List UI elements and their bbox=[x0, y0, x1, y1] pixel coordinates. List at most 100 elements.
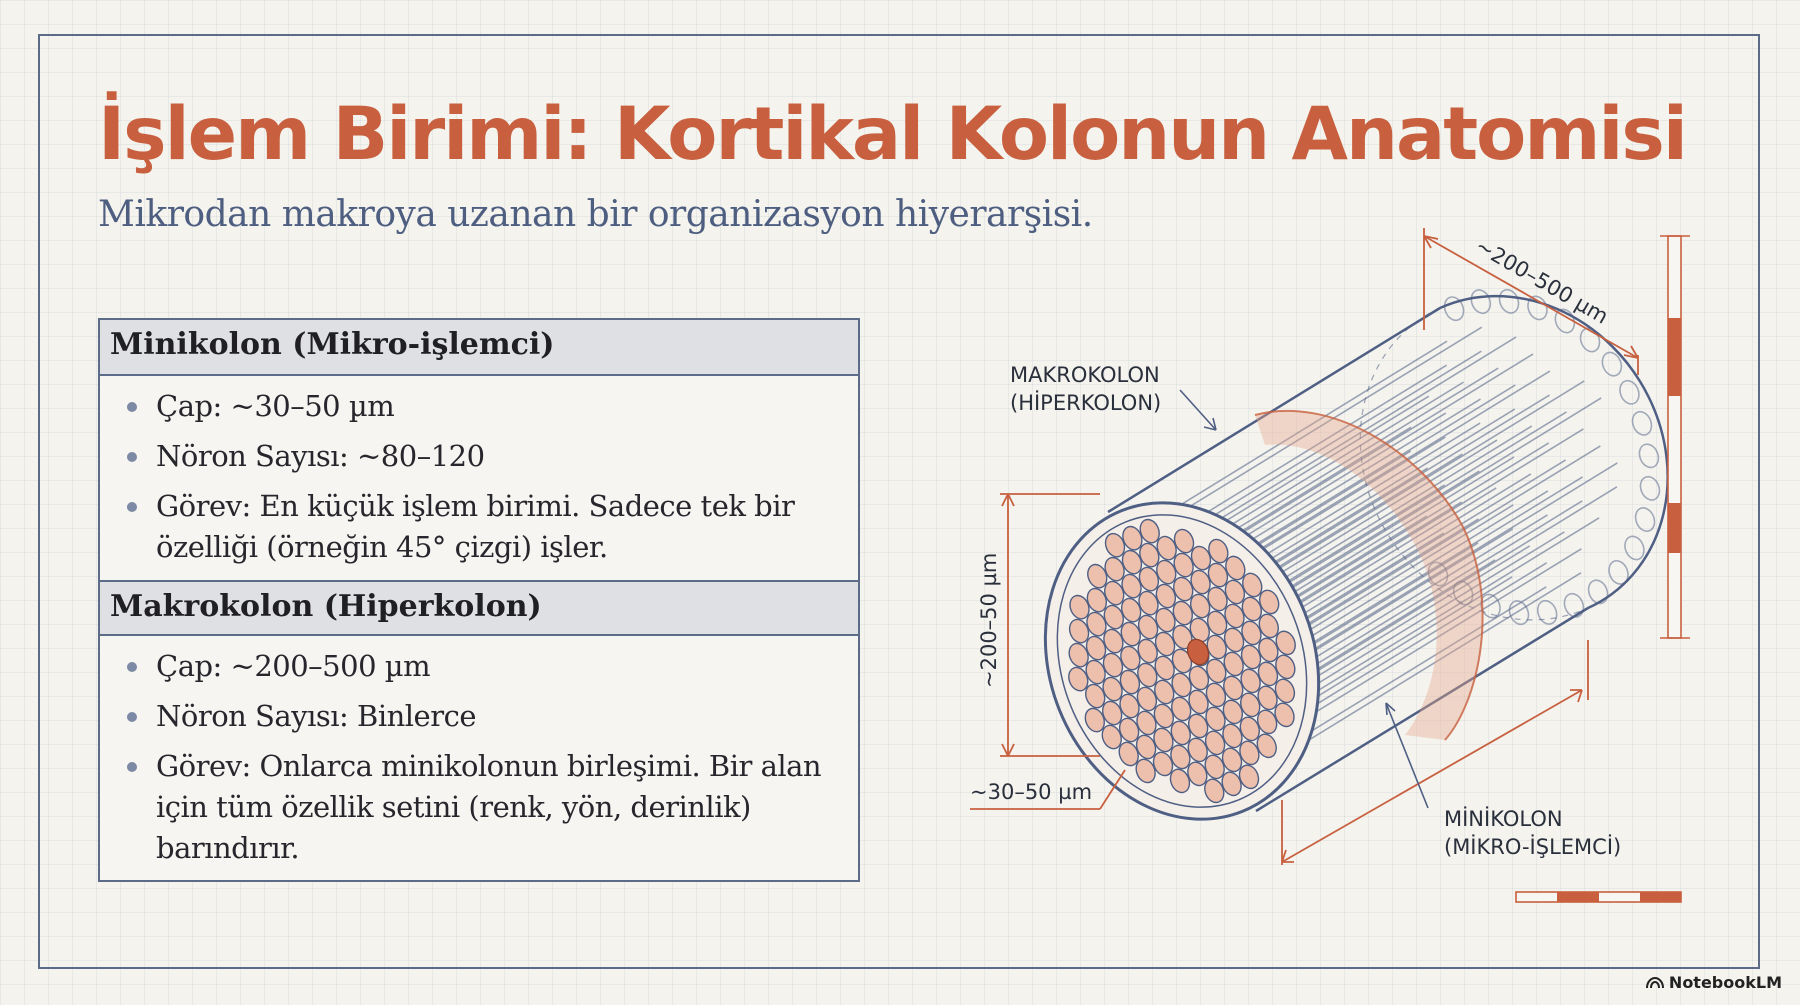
minicolumn-cross-section bbox=[1206, 610, 1228, 636]
minicolumn-cross-section bbox=[1173, 528, 1195, 554]
dimension-lines bbox=[970, 228, 1639, 865]
minicolumn-cross-section bbox=[1120, 645, 1141, 671]
front-face bbox=[1043, 501, 1321, 821]
minicolumn-cross-section bbox=[1275, 654, 1296, 680]
minicolumn-tube-end bbox=[1443, 296, 1465, 322]
minicolumn-cross-section bbox=[1101, 700, 1123, 726]
minicolumn-cross-section bbox=[1152, 751, 1174, 777]
brand-badge: NotebookLM bbox=[1645, 973, 1782, 992]
minicolumn-cross-section bbox=[1085, 635, 1107, 661]
minicolumn-cross-section bbox=[1155, 607, 1176, 633]
minicolumn-cross-section bbox=[1156, 559, 1177, 585]
slide-frame bbox=[38, 34, 1760, 969]
minicolumn-cross-section bbox=[1187, 713, 1209, 739]
minicolumn-cross-section bbox=[1103, 628, 1124, 654]
minicolumn-cross-section bbox=[1136, 710, 1157, 736]
bullet-function: Görev: Onlarca minikolonun birleşimi. Bi… bbox=[100, 746, 858, 869]
minicolumn-cross-section bbox=[1190, 569, 1211, 595]
minicolumn-cross-section bbox=[1119, 693, 1140, 719]
minicolumn-cross-section bbox=[1256, 709, 1278, 735]
minicolumn-tube-line bbox=[1284, 462, 1618, 668]
minicolumn-tube-line bbox=[1183, 336, 1517, 542]
minicolumn-tube-end bbox=[1563, 592, 1585, 618]
minicolumn-cross-section bbox=[1207, 586, 1228, 612]
bullet-diameter: Çap: ~200–500 µm bbox=[100, 646, 858, 687]
minicolumn-cross-section bbox=[1240, 668, 1261, 694]
macrocolumn-label-line1: MAKROKOLON bbox=[1010, 363, 1160, 387]
minicolumn-cross-section bbox=[1170, 720, 1191, 746]
minicolumn-cross-section bbox=[1155, 583, 1177, 609]
minicolumn-tube-end bbox=[1587, 579, 1609, 605]
minicolumn-cross-section bbox=[1101, 724, 1122, 750]
minicolumn-cross-section bbox=[1084, 707, 1105, 733]
minicolumn-cross-section bbox=[1223, 627, 1245, 653]
minicolumn-tube-end bbox=[1498, 288, 1520, 314]
minicolumn-cross-section bbox=[1121, 549, 1143, 575]
minicolumn-cross-section bbox=[1138, 566, 1160, 592]
minicolumn-cross-section bbox=[1137, 638, 1158, 664]
minicolumn-tube-end bbox=[1608, 559, 1629, 585]
scale-bar-vertical bbox=[1660, 235, 1690, 639]
bullet-diameter: Çap: ~30–50 µm bbox=[100, 386, 858, 427]
minicolumn-cross-section bbox=[1122, 525, 1143, 551]
minicolumn-tube-end bbox=[1536, 599, 1558, 625]
minicolumn-cross-section bbox=[1222, 723, 1243, 749]
minicolumn-cross-section bbox=[1085, 683, 1106, 709]
minicolumn-cross-section bbox=[1068, 666, 1089, 692]
section-macrocolumn: Makrokolon (Hiperkolon) Çap: ~200–500 µm… bbox=[100, 580, 858, 884]
minicolumn-cross-section bbox=[1120, 621, 1141, 647]
minicolumn-cross-section bbox=[1241, 596, 1263, 622]
minicolumn-tube-line bbox=[1284, 486, 1618, 692]
minicolumn-tube-end bbox=[1639, 475, 1661, 501]
minicolumn-cross-section bbox=[1188, 665, 1210, 691]
minicolumn-cross-section bbox=[1104, 532, 1126, 558]
minicolumn-tube-line bbox=[1251, 428, 1584, 634]
minicolumn-cross-section bbox=[1136, 686, 1158, 712]
minicolumn-cross-section bbox=[1241, 620, 1262, 646]
minicolumn-cross-section bbox=[1068, 642, 1089, 668]
minicolumn-cross-section bbox=[1225, 555, 1246, 581]
dimension-label-left: ~200–50 µm bbox=[977, 553, 1001, 688]
minicolumn-cross-section bbox=[1224, 603, 1245, 629]
label-leader-lines bbox=[1179, 389, 1429, 809]
bullet-neuron-count: Nöron Sayısı: Binlerce bbox=[100, 696, 858, 737]
section-heading-macrocolumn: Makrokolon (Hiperkolon) bbox=[100, 580, 858, 636]
minicolumn-cross-section bbox=[1204, 754, 1225, 780]
minicolumn-cross-section bbox=[1154, 679, 1175, 705]
minicolumn-tube-end bbox=[1631, 410, 1653, 436]
minicolumn-cross-section bbox=[1256, 733, 1277, 759]
minicolumn-cross-section bbox=[1171, 672, 1192, 698]
minicolumn-tube-end bbox=[1427, 561, 1449, 587]
minicolumn-cross-section bbox=[1275, 630, 1296, 656]
minicolumn-cross-section bbox=[1086, 611, 1107, 637]
minicolumn-tube-line bbox=[1251, 380, 1585, 586]
minicolumn-tube-line bbox=[1149, 326, 1483, 532]
minicolumn-tube-line bbox=[1217, 370, 1551, 576]
minicolumn-cross-section bbox=[1223, 675, 1244, 701]
minicolumn-cross-section bbox=[1239, 740, 1260, 766]
dimension-label-bottom: ~30–50 µm bbox=[970, 780, 1093, 804]
macrocolumn-label: MAKROKOLON (HİPERKOLON) bbox=[1010, 361, 1161, 417]
minicolumn-cross-section bbox=[1188, 689, 1209, 715]
minicolumn-cross-section bbox=[1139, 518, 1160, 544]
minicolumn-cross-section bbox=[1242, 572, 1263, 598]
minicolumn-cross-section bbox=[1119, 669, 1141, 695]
minicolumn-cross-section bbox=[1207, 562, 1229, 588]
minicolumn-cross-section bbox=[1153, 727, 1174, 753]
minicolumn-tube-end bbox=[1452, 580, 1474, 606]
minicolumn-cross-section bbox=[1240, 692, 1261, 718]
minicolumn-cross-section bbox=[1239, 716, 1260, 742]
minicolumn-cross-section bbox=[1139, 542, 1160, 568]
minicolumn-cross-sections bbox=[1068, 518, 1296, 804]
minicolumn-cross-section bbox=[1120, 597, 1142, 623]
minicolumn-cross-section bbox=[1221, 771, 1242, 797]
minicolumn-cross-section bbox=[1121, 573, 1142, 599]
dimension-label-top: ~200–500 µm bbox=[1472, 234, 1613, 329]
section-minicolumn: Minikolon (Mikro-işlemci) Çap: ~30–50 µm… bbox=[100, 320, 858, 580]
minicolumn-cross-section bbox=[1137, 662, 1158, 688]
minicolumn-label-line2: (MİKRO-İŞLEMCİ) bbox=[1444, 835, 1622, 859]
minicolumn-cross-section bbox=[1170, 744, 1191, 770]
minicolumn-tube-end bbox=[1619, 379, 1640, 405]
minicolumn-tube-end bbox=[1634, 507, 1656, 532]
